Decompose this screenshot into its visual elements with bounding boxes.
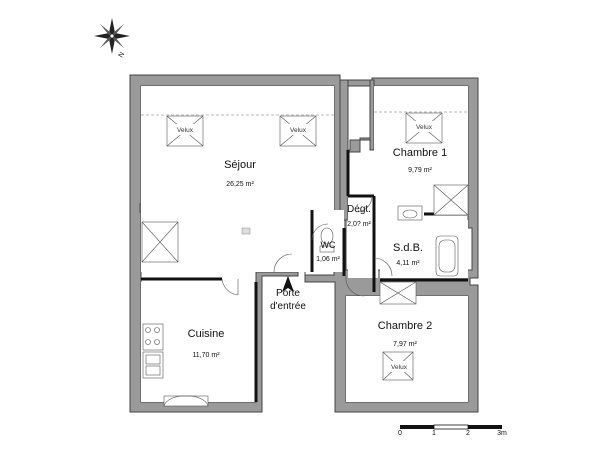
entrance-arrow-icon bbox=[282, 276, 294, 292]
room-wc-name: WC bbox=[321, 240, 336, 250]
velux-sejour-left: Velux bbox=[166, 115, 204, 147]
room-chambre1-area: 9,79 m² bbox=[408, 167, 432, 174]
room-cuisine-area: 11,70 m² bbox=[192, 352, 220, 359]
velux-label: Velux bbox=[177, 127, 194, 134]
velux-sejour-right: Velux bbox=[279, 115, 317, 147]
door-swings bbox=[221, 195, 393, 297]
velux-label: Velux bbox=[416, 124, 433, 131]
room-cuisine-name: Cuisine bbox=[188, 328, 225, 340]
room-wc-area: 1,06 m² bbox=[316, 256, 340, 263]
room-chambre1-name: Chambre 1 bbox=[393, 147, 447, 159]
velux-chambre1: Velux bbox=[405, 112, 443, 144]
room-degt-name: Dégt. bbox=[347, 204, 371, 215]
velux-chambre2: Velux bbox=[382, 351, 414, 381]
room-degt-area: 2,0? m² bbox=[347, 221, 371, 228]
room-labels: Séjour 26,25 m² Chambre 1 9,79 m² Dégt. … bbox=[188, 147, 448, 359]
room-sdb-name: S.d.B. bbox=[393, 242, 423, 254]
room-chambre2-name: Chambre 2 bbox=[378, 320, 432, 332]
scale-tick-2: 2 bbox=[466, 430, 470, 437]
room-sdb-area: 4,11 m² bbox=[396, 260, 420, 267]
windows bbox=[141, 184, 469, 407]
scale-tick-0: 0 bbox=[398, 430, 402, 437]
compass-icon: N bbox=[94, 18, 130, 59]
velux-label: Velux bbox=[290, 127, 307, 134]
velux-lines bbox=[141, 111, 468, 116]
entrance-label-line1: Porte bbox=[276, 288, 300, 299]
velux-windows: Velux Velux Velux Velux bbox=[166, 112, 443, 381]
scale-bar: 0 1 2 3m bbox=[398, 424, 507, 437]
partitions bbox=[141, 150, 468, 402]
compass-north-label: N bbox=[118, 51, 127, 59]
room-chambre2-area: 7,97 m² bbox=[393, 341, 417, 348]
entrance-label-line2: d'entrée bbox=[270, 301, 306, 312]
room-sejour-area: 26,25 m² bbox=[226, 181, 254, 188]
scale-tick-3: 3m bbox=[497, 430, 507, 437]
fixtures bbox=[142, 205, 459, 379]
room-sejour-name: Séjour bbox=[224, 159, 256, 171]
scale-tick-1: 1 bbox=[432, 430, 436, 437]
velux-label: Velux bbox=[391, 364, 408, 371]
